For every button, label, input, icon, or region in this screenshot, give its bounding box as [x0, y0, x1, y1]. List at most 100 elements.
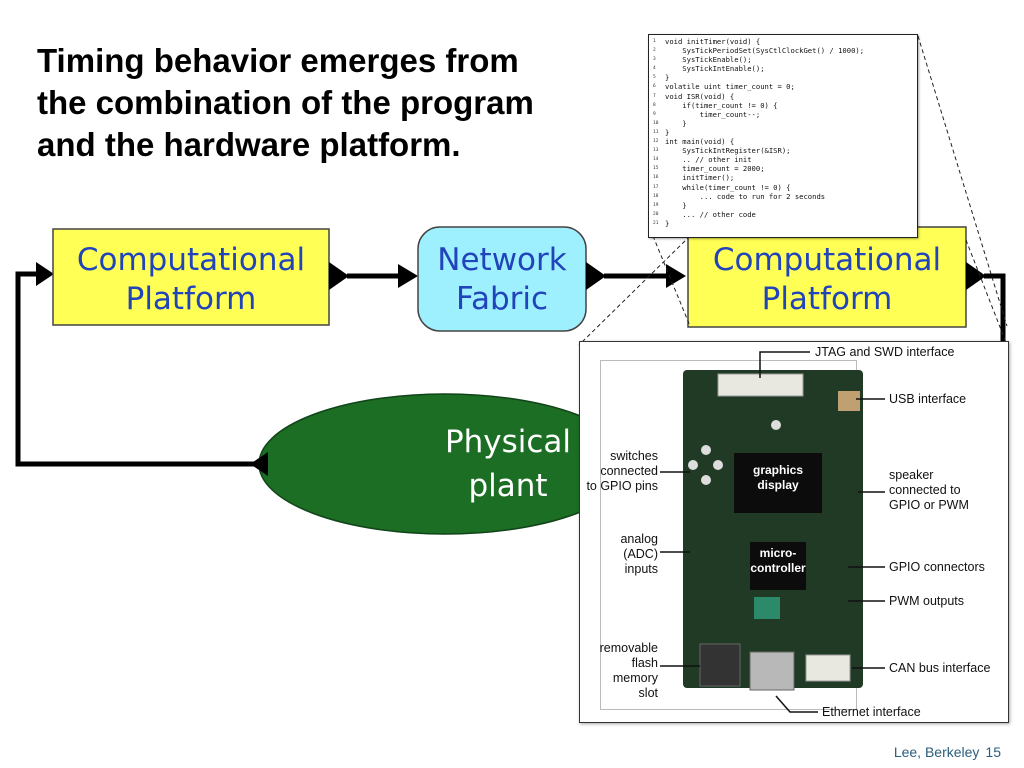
- microcontroller-label: micro- controller: [750, 546, 806, 575]
- code-line-number: 2: [653, 48, 656, 54]
- code-line: 19 }: [653, 201, 917, 210]
- comp1-label-line1: Computational: [77, 242, 305, 278]
- code-line-number: 8: [653, 102, 656, 108]
- comp2-label-line2: Platform: [762, 281, 893, 317]
- code-line: 13 SysTickIntRegister(&ISR);: [653, 146, 917, 155]
- code-line: 4 SysTickIntEnable();: [653, 64, 917, 73]
- code-line: 12 int main(void) {: [653, 137, 917, 146]
- board-zoom-line-right: [965, 239, 1008, 346]
- plant-label-line2: plant: [468, 468, 547, 504]
- flash-label: removable flash memory slot: [599, 641, 658, 700]
- code-line-text: }: [665, 73, 670, 83]
- code-line: 15 timer_count = 2000;: [653, 164, 917, 173]
- title-line: and the hardware platform.: [37, 126, 461, 163]
- code-line-number: 13: [653, 148, 659, 154]
- plant-label-line1: Physical: [445, 424, 571, 460]
- network-label-line2: Fabric: [456, 281, 548, 317]
- code-line: 10 }: [653, 119, 917, 128]
- code-line-text: }: [665, 118, 687, 128]
- code-line-number: 7: [653, 93, 656, 99]
- code-line: 20 ... // other code: [653, 210, 917, 219]
- code-line-text: void ISR(void) {: [665, 91, 735, 101]
- code-line-text: int main(void) {: [665, 137, 735, 147]
- code-line-text: SysTickIntEnable();: [665, 64, 765, 74]
- title-line: Timing behavior emerges from: [37, 42, 519, 79]
- usb-label: USB interface: [889, 392, 967, 406]
- switch-shape: [701, 475, 711, 485]
- computational-platform-box-1: [52, 228, 330, 326]
- code-line-number: 15: [653, 166, 659, 172]
- code-line: 11}: [653, 128, 917, 137]
- code-line-text: }: [665, 127, 670, 137]
- code-line-text: timer_count = 2000;: [665, 164, 765, 174]
- button-shape: [771, 420, 781, 430]
- pwm-label: PWM outputs: [889, 594, 965, 608]
- callout-ethernet: [775, 695, 818, 713]
- luminary-logo-shape: [754, 597, 780, 619]
- code-line: 17 while(timer_count != 0) {: [653, 183, 917, 192]
- footer-author: Lee, Berkeley: [893, 744, 980, 760]
- gpio-label: GPIO connectors: [889, 560, 985, 574]
- code-line-text: }: [665, 218, 670, 228]
- arrowhead-into-network: [398, 264, 418, 288]
- comp2-label-line1: Computational: [713, 242, 941, 278]
- code-line-text: ... code to run for 2 seconds: [665, 191, 826, 201]
- arrowhead-into-comp2: [666, 264, 686, 288]
- code-line-number: 11: [653, 129, 659, 135]
- board-zoom-line-left: [578, 235, 691, 346]
- code-line: 14 .. // other init: [653, 155, 917, 164]
- code-line-number: 19: [653, 202, 659, 208]
- can-label: CAN bus interface: [889, 661, 991, 675]
- code-line-text: volatile uint timer_count = 0;: [665, 82, 795, 92]
- code-line-text: initTimer();: [665, 173, 735, 183]
- code-line-number: 12: [653, 139, 659, 145]
- microcontroller-chip: micro- controller: [750, 542, 806, 590]
- network-label-line1: Network: [437, 242, 566, 278]
- code-line: 7 void ISR(void) {: [653, 92, 917, 101]
- code-line-text: SysTickEnable();: [665, 55, 752, 65]
- code-line: 5}: [653, 73, 917, 82]
- code-listing: 1 void initTimer(void) { 2 SysTickPeriodSe…: [648, 34, 918, 238]
- code-line-number: 21: [653, 220, 659, 226]
- switches-label: switches connected to GPIO pins: [586, 449, 658, 493]
- code-line-text: if(timer_count != 0) {: [665, 100, 778, 110]
- code-line-text: ... // other code: [665, 209, 756, 219]
- callout-jtag: [759, 351, 810, 378]
- output-port-network: [586, 262, 606, 290]
- code-line: 16 initTimer();: [653, 173, 917, 182]
- output-port-comp2: [966, 262, 986, 290]
- code-line-number: 16: [653, 175, 659, 181]
- code-line-text: timer_count--;: [665, 109, 761, 119]
- code-line-number: 10: [653, 120, 659, 126]
- code-line: 6 volatile uint timer_count = 0;: [653, 82, 917, 91]
- code-line-number: 6: [653, 84, 656, 90]
- code-line: 9 timer_count--;: [653, 110, 917, 119]
- code-line-text: void initTimer(void) {: [665, 37, 761, 46]
- code-line-number: 9: [653, 111, 656, 117]
- can-header-shape: [805, 654, 851, 682]
- code-line-text: while(timer_count != 0) {: [665, 182, 791, 192]
- feedback-line: [15, 271, 260, 467]
- code-line-number: 14: [653, 157, 659, 163]
- code-zoom-line-left: [652, 235, 691, 327]
- ethernet-label: Ethernet interface: [822, 705, 921, 719]
- adc-label: analog (ADC) inputs: [620, 532, 658, 576]
- title-line: the combination of the program: [37, 84, 534, 121]
- graphics-display-chip: graphics display: [734, 453, 822, 513]
- code-line-text: SysTickPeriodSet(SysCtlClockGet() / 1000…: [665, 46, 865, 56]
- code-line-number: 5: [653, 75, 656, 81]
- code-line-number: 18: [653, 193, 659, 199]
- arrowhead-into-comp1: [36, 262, 54, 286]
- code-line-number: 1: [653, 39, 656, 44]
- graphics-display-label: graphics display: [752, 463, 803, 492]
- code-line: 1 void initTimer(void) {: [653, 37, 917, 46]
- switch-shape: [701, 445, 711, 455]
- comp1-label-line2: Platform: [126, 281, 257, 317]
- code-line-text: SysTickIntRegister(&ISR);: [665, 146, 791, 156]
- connector-comp2-plant: [984, 273, 1006, 345]
- switch-shape: [713, 460, 723, 470]
- code-line-number: 20: [653, 211, 659, 217]
- slide-title: Timing behavior emerges from the combina…: [37, 40, 617, 166]
